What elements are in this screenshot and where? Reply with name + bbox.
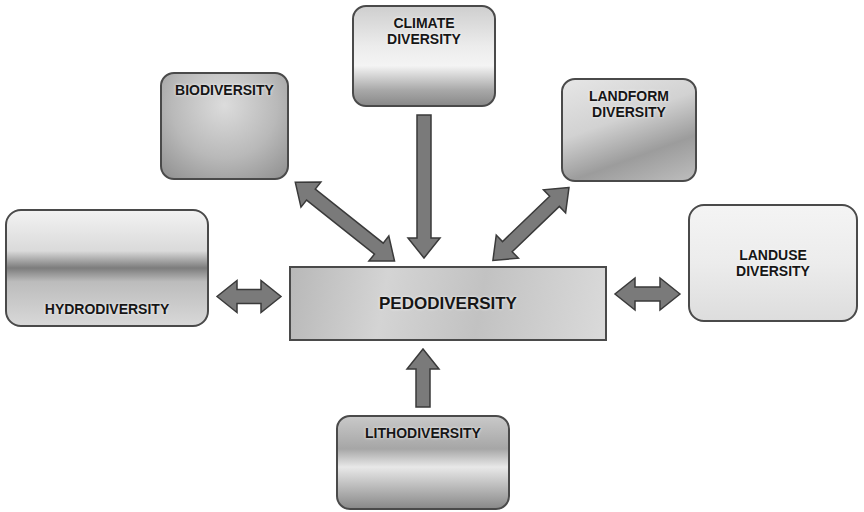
biodiversity-box: BIODIVERSITY xyxy=(160,72,289,180)
node-label: CLIMATE DIVERSITY xyxy=(364,15,484,47)
block-arrow xyxy=(408,115,440,258)
hydrodiversity-box: HYDRODIVERSITY xyxy=(5,209,209,327)
block-arrow xyxy=(493,188,569,261)
block-arrow xyxy=(407,349,439,407)
landform-box: LANDFORM DIVERSITY xyxy=(561,78,697,182)
node-label: LITHODIVERSITY xyxy=(365,425,481,441)
block-arrow xyxy=(615,278,680,310)
climate-box: CLIMATE DIVERSITY xyxy=(352,5,496,107)
node-label: BIODIVERSITY xyxy=(175,82,274,98)
node-label: PEDODIVERSITY xyxy=(379,294,517,314)
node-label: LANDUSE DIVERSITY xyxy=(718,247,828,279)
node-label: HYDRODIVERSITY xyxy=(45,301,169,317)
pedodiversity-box: PEDODIVERSITY xyxy=(289,266,607,341)
node-label: LANDFORM DIVERSITY xyxy=(574,88,684,120)
landuse-box: LANDUSE DIVERSITY xyxy=(688,204,858,322)
block-arrow xyxy=(295,182,394,261)
lithodiversity-box: LITHODIVERSITY xyxy=(336,415,510,510)
block-arrow xyxy=(217,281,281,313)
